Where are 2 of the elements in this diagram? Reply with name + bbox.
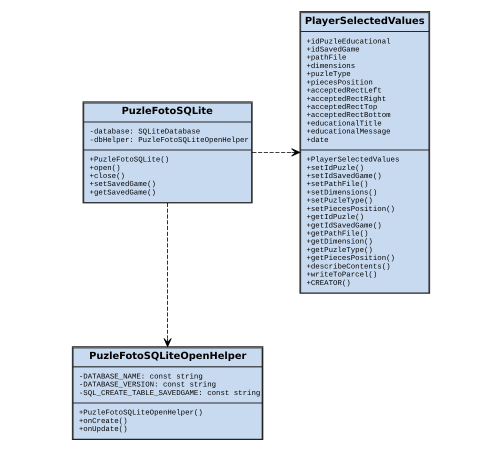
arrow — [163, 202, 172, 347]
arrow — [251, 148, 300, 156]
